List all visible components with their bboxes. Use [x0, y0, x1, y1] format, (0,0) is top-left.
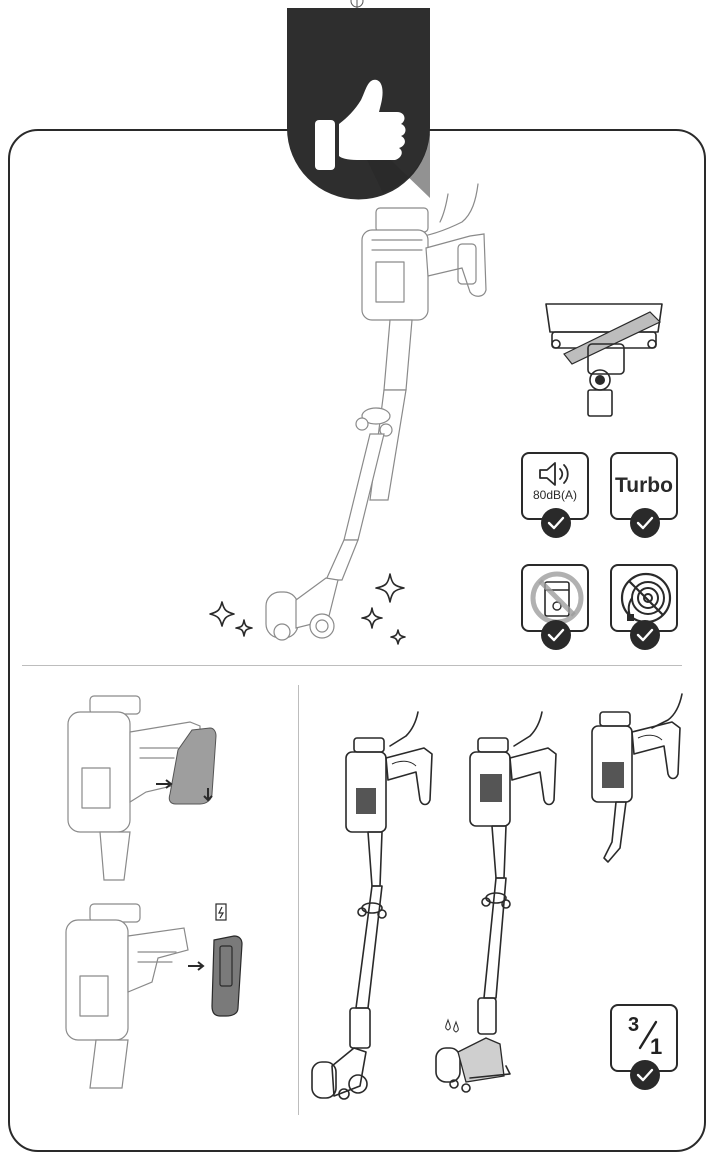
thumbs-up-icon: [315, 79, 406, 170]
charging-icon: [215, 903, 227, 921]
header-tab: [287, 8, 430, 200]
cordless-badge: [610, 564, 678, 650]
fraction-numerator: 3: [628, 1014, 640, 1036]
vacuum-cleaner-illustration: [209, 183, 487, 645]
no-dust-bag-icon: [530, 571, 584, 625]
bagless-badge: [521, 564, 589, 650]
arrow-right-icon: [188, 961, 205, 971]
check-icon: [541, 508, 571, 538]
turbo-label: Turbo: [615, 474, 673, 497]
check-icon: [630, 508, 660, 538]
turbo-badge: Turbo: [610, 452, 678, 538]
check-icon: [541, 620, 571, 650]
check-icon: [630, 1060, 660, 1090]
sparkle-icon: [209, 573, 406, 645]
battery-charging-illustration: [65, 903, 243, 1089]
check-icon: [630, 620, 660, 650]
section-divider: [22, 665, 682, 666]
no-cord-icon: [620, 572, 672, 624]
fraction-slash-icon: [638, 1020, 658, 1050]
pin-mark-icon: [350, 0, 364, 8]
noise-level-value: 80dB(A): [532, 488, 578, 502]
fraction-denominator: 1: [650, 1034, 663, 1059]
battery-removal-illustration: [67, 695, 217, 881]
column-divider: [298, 685, 299, 1115]
vacuum-mode-mop-illustration: [435, 711, 557, 1093]
vacuum-mode-crevice-illustration: [591, 693, 683, 863]
two-in-one-badge: 3 1: [610, 1004, 678, 1090]
brush-head-illustration: [545, 303, 663, 417]
noise-level-badge: 80dB(A): [521, 452, 589, 538]
arrow-right-icon: [156, 779, 173, 789]
vacuum-mode-brush-illustration: [311, 711, 433, 1100]
speaker-icon: [539, 462, 569, 486]
